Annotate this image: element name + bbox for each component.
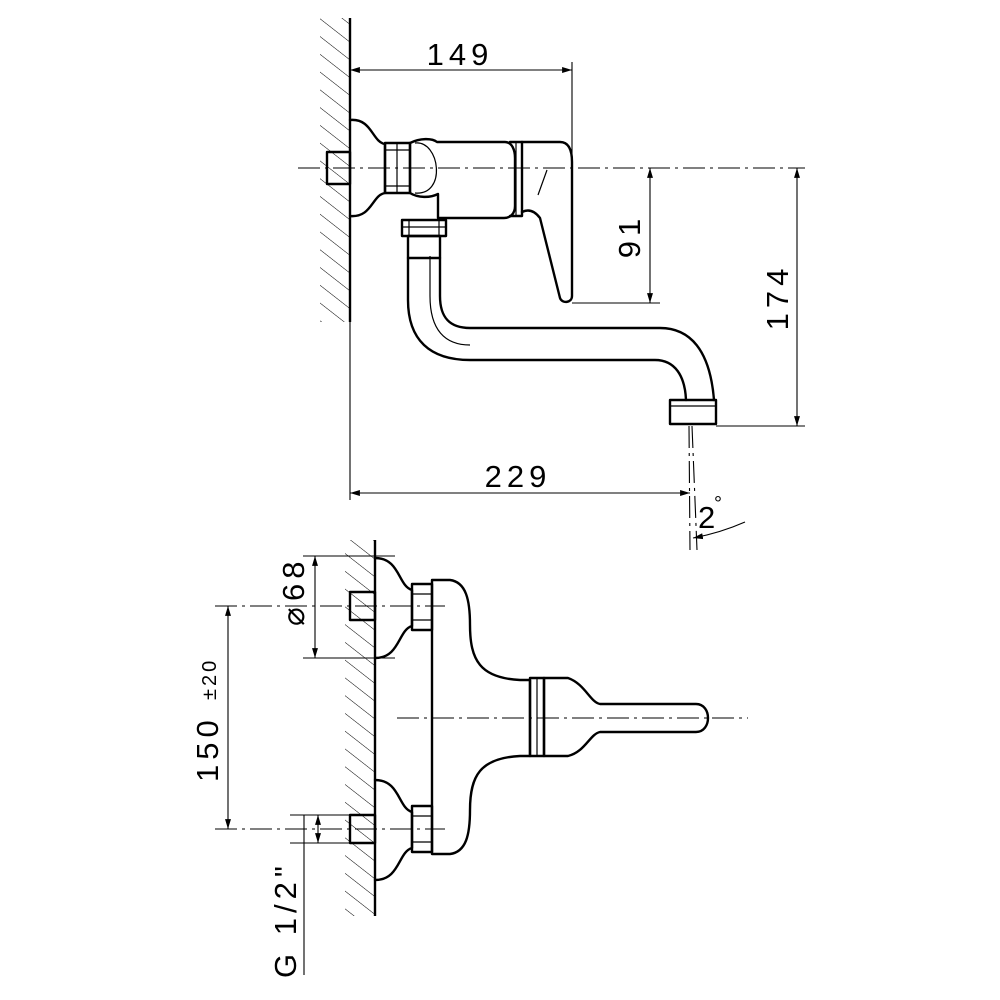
side-wall-hatch: [320, 18, 350, 322]
dim-label-91: 91: [612, 214, 647, 258]
dim-label-angle: 2: [698, 500, 720, 535]
side-spout: [406, 256, 688, 402]
front-lower-inlet: [348, 813, 377, 845]
front-lever-handle: [542, 676, 710, 758]
side-mixer-body: [408, 137, 517, 220]
dim-label-diameter-symbol: ⌀: [276, 602, 311, 626]
side-aerator: [668, 398, 718, 426]
side-lever-handle: [520, 140, 574, 304]
dim-label-thread: G 1/2": [268, 861, 303, 978]
dim-angle-arc: [692, 521, 746, 540]
side-view: 149 91 174 229 2 °: [298, 18, 805, 551]
dim-label-angle-unit: °: [714, 493, 725, 515]
front-view: ⌀ 68 150 ±20 G 1/2": [190, 540, 748, 978]
front-upper-inlet: [348, 590, 377, 622]
front-mixer-body: [430, 578, 532, 856]
side-inlet-stub: [325, 150, 352, 186]
dim-label-149: 149: [427, 37, 494, 72]
dim-label-174: 174: [760, 264, 795, 331]
front-upper-escutcheon: [373, 556, 414, 660]
stream-centerline: [688, 425, 691, 551]
dim-label-150-tolerance: ±20: [199, 658, 221, 700]
front-upper-nut: [410, 582, 434, 632]
dim-label-diameter: 68: [276, 557, 311, 601]
front-lower-escutcheon: [373, 778, 414, 882]
dim-label-150: 150: [190, 715, 225, 782]
dim-label-229: 229: [485, 459, 552, 494]
